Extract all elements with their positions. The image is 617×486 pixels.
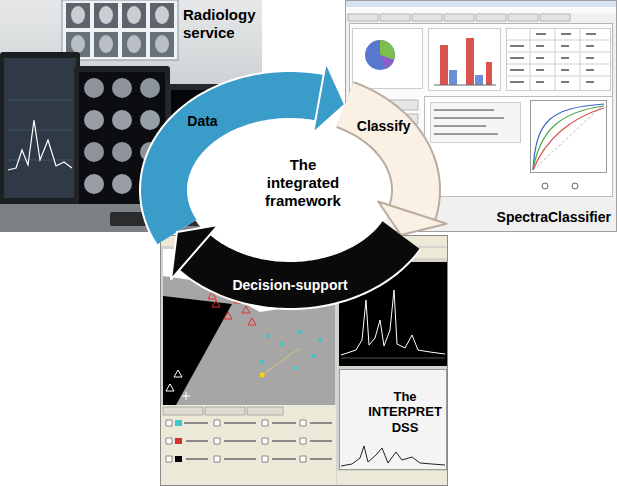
roc-curve (533, 106, 604, 170)
arrow-band-edge (345, 105, 416, 213)
brain-thumbnail (84, 174, 104, 194)
photo-panel: Radiology service (0, 0, 262, 232)
scatter-point (280, 342, 284, 346)
results-panel (425, 97, 613, 197)
bar (486, 62, 492, 85)
bar-box (429, 29, 501, 91)
center-label: The integrated framework (257, 156, 349, 210)
pie-chart (365, 40, 395, 70)
distance-line (262, 348, 300, 375)
screen-grid (8, 100, 72, 160)
brain-thumbnail (84, 78, 104, 98)
film-scan (127, 35, 141, 53)
scatter-point (260, 360, 264, 364)
scatter-point (312, 354, 316, 358)
film-scan (155, 35, 169, 53)
node-text: The INTERPRET DSS (363, 389, 447, 436)
xray-film (94, 3, 118, 28)
radio-button (572, 183, 578, 189)
edge-label: Data (187, 113, 217, 130)
monitor-screen (4, 58, 76, 198)
bar-axis (434, 85, 496, 86)
node-text: SpectraClassifier (497, 209, 611, 226)
title-bar (346, 1, 616, 7)
spectrum-line (341, 290, 445, 355)
bar (449, 70, 457, 85)
crosshair (182, 392, 190, 400)
xray-film (66, 3, 90, 28)
lightbox (62, 0, 178, 60)
xray-film (122, 32, 146, 57)
film-scan (127, 6, 141, 24)
table-grid (506, 28, 610, 90)
bar (440, 45, 448, 85)
film-scan (71, 35, 85, 53)
radio-button (542, 183, 548, 189)
table-cells (510, 34, 596, 82)
brain-thumbnail (112, 110, 132, 130)
menu-bar (346, 7, 616, 13)
film-scan (155, 6, 169, 24)
brain-thumbnail (140, 78, 160, 98)
brain-thumbnail (84, 142, 104, 162)
pie-slice (380, 55, 394, 69)
brain-thumbnail (84, 110, 104, 130)
tab-row (348, 14, 570, 21)
table-box (507, 29, 611, 91)
brain-thumbnail (112, 174, 132, 194)
bar (475, 75, 483, 85)
roc-diagonal (533, 104, 604, 170)
node-text: Radiology service (183, 6, 265, 42)
roc-plot (531, 101, 607, 173)
class-swatch (175, 438, 182, 444)
roc-curve (533, 108, 604, 170)
brain-thumbnail (112, 78, 132, 98)
app-window (161, 236, 448, 486)
scatter-point (298, 330, 302, 334)
screen-spectrum (8, 120, 72, 170)
bar (466, 38, 474, 85)
scatter-point (318, 338, 322, 342)
scatter-point (266, 334, 270, 338)
arrow-head (171, 225, 218, 279)
class-region (163, 296, 232, 405)
class-swatch (175, 420, 182, 426)
status-bar (337, 471, 447, 485)
film-scan (99, 35, 113, 53)
film-scan (99, 6, 113, 24)
xray-film (122, 3, 146, 28)
edge-label: Classify (357, 118, 411, 135)
cycle-arrow (171, 225, 401, 285)
scatter-point (294, 366, 298, 370)
brain-thumbnail (140, 110, 160, 130)
spectrum-axis (341, 358, 445, 359)
list-lines (434, 110, 504, 134)
scatter-markers (166, 370, 182, 391)
arrow-band (345, 105, 416, 213)
panel-tabs (163, 407, 283, 415)
class-swatch (175, 456, 182, 462)
panel-lines (184, 423, 332, 459)
xray-film (150, 32, 174, 57)
screenshot-panel: The INTERPRET DSS (160, 235, 448, 486)
monitor-frame (0, 52, 80, 212)
cycle-arrow (345, 105, 447, 235)
spectrum-line (341, 446, 445, 466)
brain-thumbnail (112, 142, 132, 162)
roc-curve (533, 104, 604, 170)
screenshot-panel: SpectraClassifier (345, 0, 617, 232)
list-box (431, 103, 521, 143)
xray-film (94, 32, 118, 57)
pie-box (353, 29, 423, 89)
film-scan (71, 6, 85, 24)
xray-film (150, 3, 174, 28)
control-panel (161, 405, 336, 485)
case-point (260, 373, 265, 378)
edge-label: Decision-support (232, 277, 347, 294)
spectrum-panel (340, 370, 447, 470)
dss-screenshot (161, 236, 448, 486)
